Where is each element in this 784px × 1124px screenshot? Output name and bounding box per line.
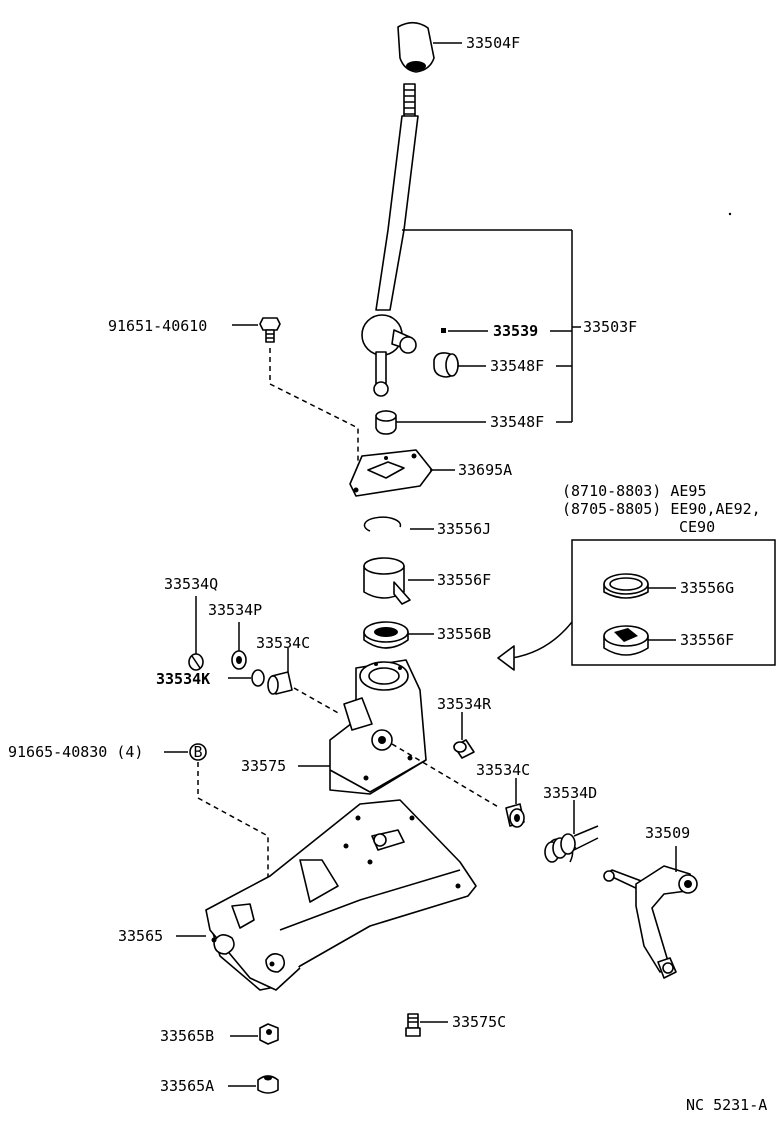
bushing-33534C-right xyxy=(505,803,525,828)
note-line-1: (8710-8803) AE95 xyxy=(562,482,707,500)
bolt-33575C xyxy=(405,1013,421,1037)
bushing-33556F xyxy=(363,557,411,605)
note-line-3: CE90 xyxy=(679,518,715,536)
bushing-33548F-lower xyxy=(375,410,397,435)
label-33539: 33539 xyxy=(493,322,538,340)
label-33534Q: 33534Q xyxy=(164,575,218,593)
housing-33575 xyxy=(329,659,427,795)
bolt-marker-letter: B xyxy=(193,743,202,761)
label-33503F: 33503F xyxy=(583,318,637,336)
bolt-91651 xyxy=(259,317,281,343)
washer-33534K xyxy=(251,669,265,687)
bolt-marker-91665: B xyxy=(189,743,207,761)
label-33556B: 33556B xyxy=(437,625,491,643)
selector-lever-33509 xyxy=(603,865,698,979)
label-33534R: 33534R xyxy=(437,695,492,713)
snap-ring-33556J xyxy=(363,516,402,532)
label-33695A: 33695A xyxy=(458,461,512,479)
label-91651: 91651-40610 xyxy=(108,317,207,335)
bushing-33548F-upper xyxy=(433,352,459,378)
ring-33556G xyxy=(603,573,649,599)
washer-33534P xyxy=(231,650,247,670)
nut-33565B xyxy=(259,1023,279,1045)
footer-code: NC 5231-A xyxy=(686,1096,767,1114)
clip-33534Q xyxy=(188,653,204,671)
label-33565: 33565 xyxy=(118,927,163,945)
label-33556G: 33556G xyxy=(680,579,734,597)
label-33534K: 33534K xyxy=(156,670,210,688)
label-33565A: 33565A xyxy=(160,1077,214,1095)
label-33534C-right: 33534C xyxy=(476,761,530,779)
seat-33556B xyxy=(363,621,409,649)
label-33556F-variant: 33556F xyxy=(680,631,734,649)
bushing-33556F-variant xyxy=(603,625,649,656)
arrow-icon xyxy=(497,645,515,671)
label-91665: 91665-40830 (4) xyxy=(8,743,143,761)
note-line-2: (8705-8805) EE90,AE92, xyxy=(562,500,761,518)
label-33509: 33509 xyxy=(645,824,690,842)
plate-33695A xyxy=(349,449,433,497)
label-33556F-main: 33556F xyxy=(437,571,491,589)
base-bracket-33565 xyxy=(205,799,477,991)
label-33534D: 33534D xyxy=(543,784,597,802)
collar-33565A xyxy=(257,1075,279,1094)
shift-lever xyxy=(361,83,419,397)
label-33556J: 33556J xyxy=(437,520,491,538)
label-33534C-left: 33534C xyxy=(256,634,310,652)
label-33534P: 33534P xyxy=(208,601,262,619)
label-33548F-upper: 33548F xyxy=(490,357,544,375)
label-33575: 33575 xyxy=(241,757,286,775)
pin-33539 xyxy=(441,328,446,333)
label-33548F-lower: 33548F xyxy=(490,413,544,431)
label-33504F: 33504F xyxy=(466,34,520,52)
pin-33534R xyxy=(453,739,475,759)
label-33575C: 33575C xyxy=(452,1013,506,1031)
label-33565B: 33565B xyxy=(160,1027,214,1045)
shift-knob xyxy=(397,21,435,73)
bushing-33534C-left xyxy=(267,671,293,695)
variant-inset-box xyxy=(571,539,776,666)
spring-33534D xyxy=(544,825,599,863)
